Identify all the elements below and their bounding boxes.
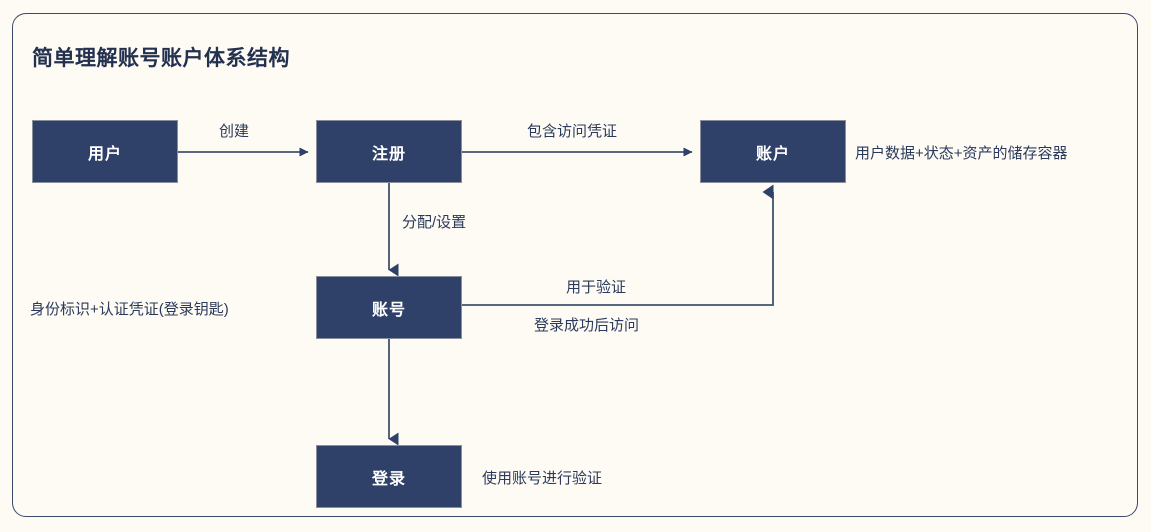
node-account[interactable]: 账户 bbox=[700, 120, 846, 183]
page-title: 简单理解账号账户体系结构 bbox=[32, 47, 290, 70]
edge-label-register-to-account: 包含访问凭证 bbox=[527, 123, 618, 140]
note-accountid: 身份标识+认证凭证(登录钥匙) bbox=[30, 301, 229, 318]
node-accountid-label: 账号 bbox=[371, 301, 406, 319]
edge-label-user-to-register: 创建 bbox=[219, 123, 250, 140]
node-login-label: 登录 bbox=[371, 470, 406, 488]
node-user[interactable]: 用户 bbox=[32, 120, 178, 183]
node-accountid[interactable]: 账号 bbox=[316, 276, 462, 339]
note-account: 用户数据+状态+资产的储存容器 bbox=[855, 145, 1068, 162]
node-login[interactable]: 登录 bbox=[316, 445, 462, 508]
edge-label-accountid-to-account-2: 登录成功后访问 bbox=[534, 317, 640, 334]
node-user-label: 用户 bbox=[87, 145, 122, 163]
node-account-label: 账户 bbox=[755, 145, 790, 163]
edge-label-accountid-to-account: 用于验证 bbox=[566, 279, 627, 296]
note-login: 使用账号进行验证 bbox=[482, 470, 603, 487]
node-register-label: 注册 bbox=[371, 145, 406, 163]
edge-label-register-to-accountid: 分配/设置 bbox=[402, 214, 467, 231]
node-register[interactable]: 注册 bbox=[316, 120, 462, 183]
diagram-card bbox=[12, 13, 1138, 517]
